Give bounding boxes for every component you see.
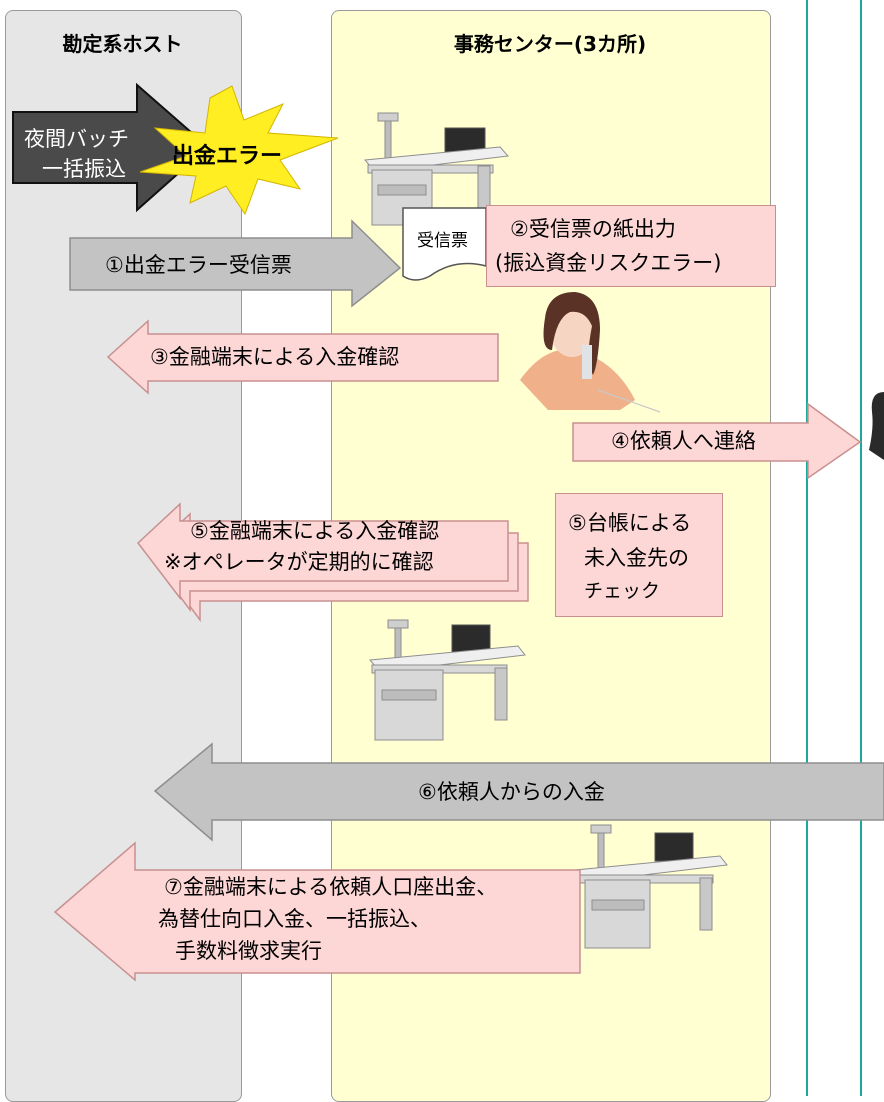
arrow-step-3 — [106, 319, 499, 395]
paper-icon — [402, 207, 487, 281]
person-silhouette-icon — [869, 392, 884, 460]
center-lane-title: 事務センター(3カ所) — [453, 32, 647, 56]
printer-desk-icon-1 — [364, 112, 510, 226]
step-5b-box — [555, 493, 723, 617]
error-burst-shape — [139, 85, 339, 216]
step-6-label: ⑥依頼人からの入金 — [418, 780, 605, 804]
printer-desk-icon-2 — [369, 619, 526, 741]
step-5a-line1: ⑤金融端末による入金確認 — [190, 519, 440, 543]
step-5a-line2: ※オペレータが定期的に確認 — [164, 550, 434, 574]
lane-divider-right — [860, 0, 862, 1096]
arrow-step-6 — [153, 742, 884, 842]
step-3-label: ③金融端末による入金確認 — [150, 345, 400, 369]
arrow-step-1 — [69, 219, 402, 308]
step-5b-line2: 未入金先の — [584, 546, 689, 570]
host-lane-title: 勘定系ホスト — [62, 32, 183, 56]
paper-label: 受信票 — [417, 231, 468, 251]
arrow-step-7 — [53, 841, 581, 982]
step-2-box — [486, 205, 776, 287]
step-7-line2: 為替仕向口入金、一括振込、 — [158, 907, 431, 931]
batch-label-line2: 一括振込 — [42, 157, 126, 181]
step-5b-line3: チェック — [584, 580, 661, 602]
batch-label-line1: 夜間バッチ — [24, 127, 129, 151]
step-4-label: ④依頼人へ連絡 — [611, 429, 756, 453]
step-1-label: ①出金エラー受信票 — [105, 253, 292, 277]
step-7-line1: ⑦金融端末による依頼人口座出金、 — [164, 875, 498, 899]
step-2-line2: (振込資金リスクエラー) — [495, 251, 722, 275]
printer-desk-icon-3 — [574, 824, 728, 949]
batch-arrow — [12, 82, 210, 213]
operator-icon — [520, 292, 661, 413]
step-7-line3: 手数料徴求実行 — [175, 939, 322, 963]
step-2-line1: ②受信票の紙出力 — [510, 217, 676, 241]
arrow-step-5 — [136, 502, 509, 601]
step-5b-line1: ⑤台帳による — [568, 511, 692, 535]
error-burst-label: 出金エラー — [172, 144, 283, 169]
lane-divider-left — [806, 0, 808, 1096]
arrow-step-4 — [572, 402, 862, 480]
